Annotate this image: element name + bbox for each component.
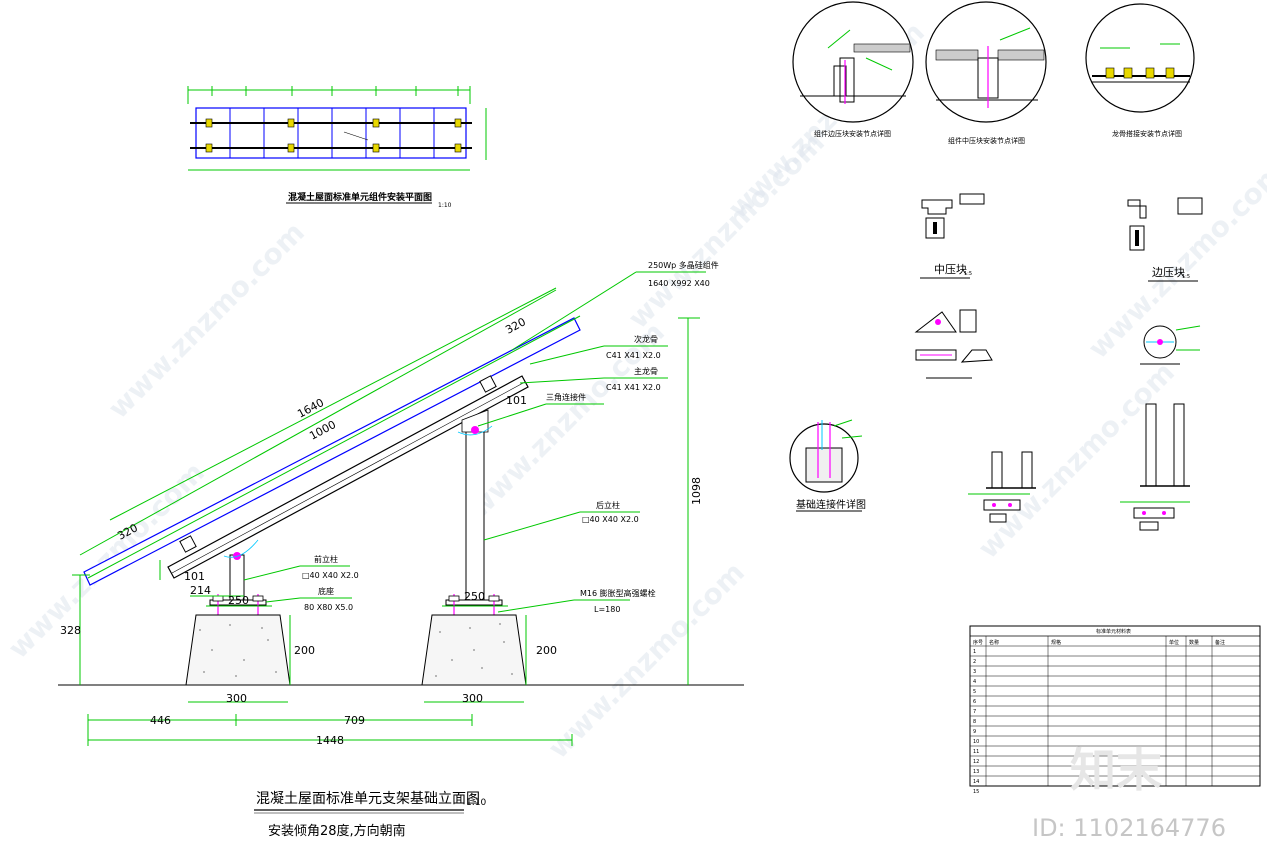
plan-view-scale: 1:10: [438, 202, 452, 209]
table-cell: 8: [973, 719, 976, 725]
dim-300-rear: 300: [462, 692, 483, 705]
table-cell: 11: [973, 749, 979, 755]
dim-1640: 1640: [295, 396, 326, 421]
dim-101-front: 101: [184, 570, 205, 583]
table-cell: 2: [973, 659, 976, 665]
dim-101-rear: 101: [506, 394, 527, 407]
detail-circles: 组件边压块安装节点详图 组件中压块安装节点详图 龙骨搭接安装节点详图: [792, 1, 1195, 145]
plan-view: 混凝土屋面标准单元组件安装平面图 1:10: [187, 86, 487, 209]
label-main-rail-size: C41 X41 X2.0: [606, 383, 661, 392]
rail-detail-caption: 龙骨搭接安装节点详图: [1112, 129, 1182, 138]
label-tri-conn: 三角连接件: [546, 392, 586, 402]
table-cell: 15: [973, 789, 979, 795]
label-rear-post: 后立柱: [596, 500, 620, 510]
label-base-plate-size: 80 X80 X5.0: [304, 603, 353, 612]
dim-top-320: 320: [503, 315, 528, 336]
label-main-rail: 主龙骨: [634, 366, 658, 376]
label-front-post-size: □40 X40 X2.0: [302, 571, 359, 580]
dim-709: 709: [344, 714, 365, 727]
table-cell: 7: [973, 709, 976, 715]
mid-block-detail-caption: 组件中压块安装节点详图: [948, 136, 1025, 145]
rear-post: [465, 429, 485, 601]
label-sub-rail: 次龙骨: [634, 334, 658, 344]
table-header-cell: 名称: [989, 639, 999, 646]
table-cell: 4: [973, 679, 976, 685]
edge-block-scale: 1:5: [1182, 274, 1190, 280]
table-cell: 9: [973, 729, 976, 735]
dim-250-rear: 250: [464, 590, 485, 603]
table-cell: 12: [973, 759, 979, 765]
watermark-text: www.znzmo.com: [1082, 156, 1267, 365]
table-cell: 6: [973, 699, 976, 705]
plan-view-title: 混凝土屋面标准单元组件安装平面图: [288, 191, 432, 203]
label-bolt-len: L=180: [594, 605, 620, 614]
dim-1000: 1000: [307, 418, 338, 443]
table-cell: 3: [973, 669, 976, 675]
label-rear-post-size: □40 X40 X2.0: [582, 515, 639, 524]
foundation-detail: 基础连接件详图: [789, 403, 1190, 531]
table-header-cell: 数量: [1189, 639, 1199, 646]
elevation-subtitle: 安装倾角28度,方向朝南: [268, 823, 406, 839]
elevation-title: 混凝土屋面标准单元支架基础立面图: [256, 790, 480, 807]
watermark-text: www.znzmo.com: [102, 216, 311, 425]
front-footing: [185, 614, 291, 686]
label-front-post: 前立柱: [314, 554, 338, 564]
label-module: 250Wp 多晶硅组件: [648, 260, 719, 270]
mid-block-scale: 1:5: [964, 271, 972, 277]
dim-446: 446: [150, 714, 171, 727]
watermark-text: www.znzmo.com: [542, 556, 751, 765]
edge-block-label: 边压块: [1152, 266, 1185, 279]
mid-block-label: 中压块: [934, 263, 967, 276]
dim-300-front: 300: [226, 692, 247, 705]
dim-328: 328: [60, 624, 81, 637]
table-header-cell: 单位: [1169, 639, 1179, 646]
material-table: 标准单元材料表 序号名称规格单位数量备注 1234567891011121314…: [969, 625, 1261, 795]
table-header-cell: 序号: [973, 639, 983, 646]
edge-block-detail-caption: 组件边压块安装节点详图: [814, 129, 891, 138]
dim-214: 214: [190, 584, 211, 597]
watermark-id: ID: 1102164776: [1032, 814, 1226, 842]
dim-250-front: 250: [228, 594, 249, 607]
pv-module: [83, 317, 581, 586]
dim-200-front: 200: [294, 644, 315, 657]
elevation-view: 320 1640 1000 320 1098 328 101 101 214 2…: [58, 260, 744, 839]
foundation-detail-caption: 基础连接件详图: [796, 498, 866, 511]
dim-200-rear: 200: [536, 644, 557, 657]
table-cell: 1: [973, 649, 976, 655]
brand-watermark: 知末 ID: 1102164776: [1032, 743, 1226, 842]
label-sub-rail-size: C41 X41 X2.0: [606, 351, 661, 360]
label-module-size: 1640 X992 X40: [648, 279, 710, 288]
block-details: 中压块 1:5 边压块 1:5: [914, 193, 1203, 379]
dim-1098: 1098: [690, 477, 703, 505]
table-header-cell: 规格: [1051, 639, 1061, 646]
table-header-cell: 备注: [1215, 639, 1225, 646]
elevation-scale: 1:10: [466, 798, 486, 808]
brand-logo-text: 知末: [1070, 743, 1162, 797]
table-cell: 10: [973, 739, 979, 745]
table-cell: 14: [973, 779, 979, 785]
label-base-plate: 底座: [318, 586, 334, 596]
watermark-text: www.znzmo.com: [462, 316, 671, 525]
dim-1448: 1448: [316, 734, 344, 747]
table-cell: 13: [973, 769, 979, 775]
label-bolt: M16 膨胀型高强螺栓: [580, 588, 656, 598]
main-rail: [167, 375, 529, 579]
table-title: 标准单元材料表: [1096, 628, 1131, 635]
table-cell: 5: [973, 689, 976, 695]
